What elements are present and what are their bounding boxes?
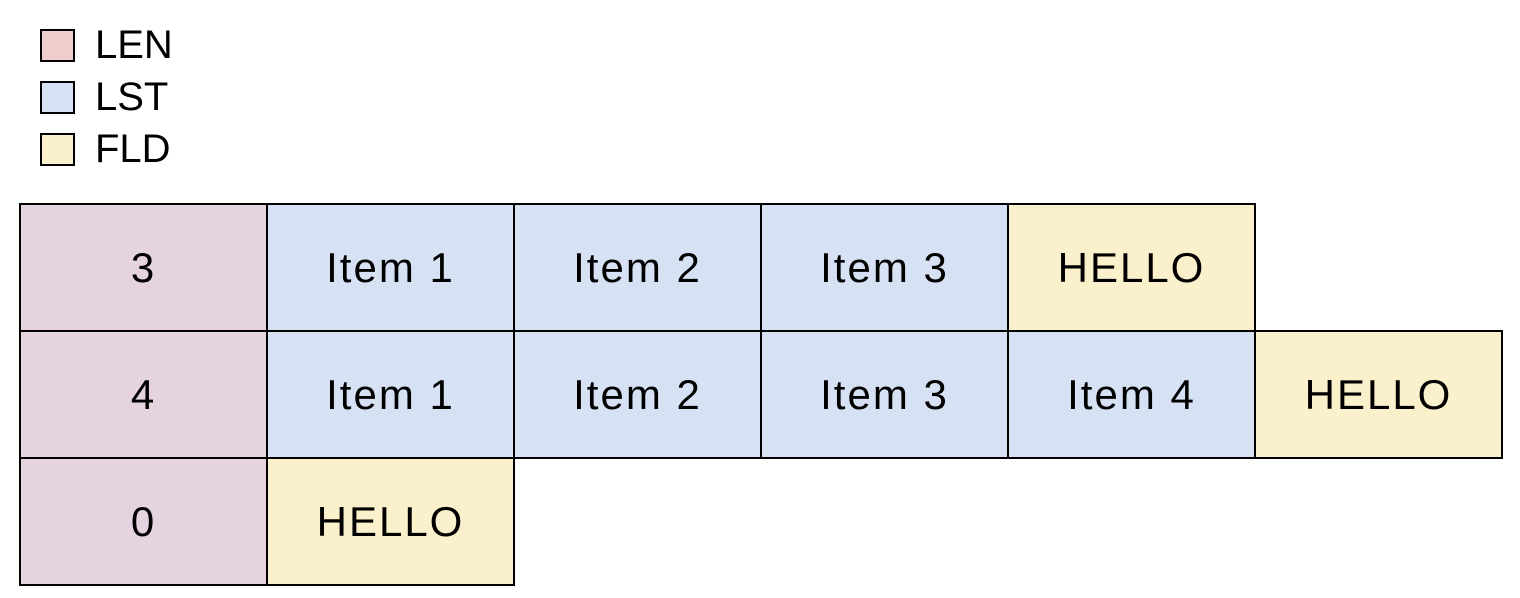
table-row-1: 3 Item 1 Item 2 Item 3 HELLO	[19, 203, 1503, 332]
legend-swatch-len	[40, 28, 75, 62]
legend-label-len: LEN	[95, 23, 173, 67]
lst-cell: Item 3	[760, 203, 1009, 332]
lst-cell: Item 2	[513, 203, 762, 332]
len-cell: 4	[19, 330, 268, 459]
fld-cell: HELLO	[1007, 203, 1256, 332]
fld-cell: HELLO	[266, 457, 515, 586]
lst-cell: Item 3	[760, 330, 1009, 459]
len-cell: 0	[19, 457, 268, 586]
structure-table: 3 Item 1 Item 2 Item 3 HELLO 4 Item 1 It…	[19, 203, 1503, 586]
lst-cell: Item 1	[266, 330, 515, 459]
len-cell: 3	[19, 203, 268, 332]
table-row-3: 0 HELLO	[19, 457, 1503, 586]
legend-swatch-fld	[40, 132, 75, 166]
table-row-2: 4 Item 1 Item 2 Item 3 Item 4 HELLO	[19, 330, 1503, 459]
fld-cell: HELLO	[1254, 330, 1503, 459]
lst-cell: Item 2	[513, 330, 762, 459]
lst-cell: Item 1	[266, 203, 515, 332]
legend-item-lst: LST	[40, 71, 173, 123]
legend: LEN LST FLD	[40, 19, 173, 175]
legend-label-lst: LST	[95, 75, 169, 119]
legend-item-len: LEN	[40, 19, 173, 71]
legend-item-fld: FLD	[40, 123, 173, 175]
lst-cell: Item 4	[1007, 330, 1256, 459]
legend-swatch-lst	[40, 80, 75, 114]
legend-label-fld: FLD	[95, 127, 171, 171]
